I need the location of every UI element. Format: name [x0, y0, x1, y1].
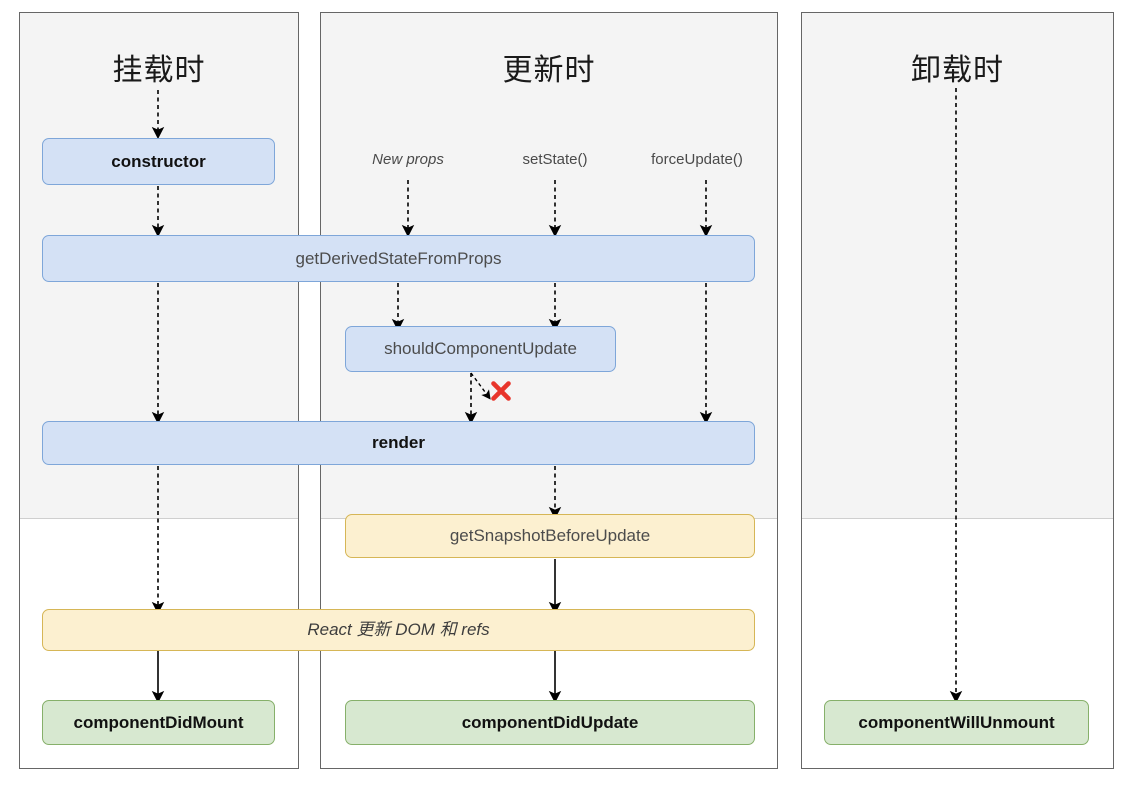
trigger-label-new-props: New props	[372, 151, 444, 168]
node-component-did-update[interactable]: componentDidUpdate	[345, 700, 755, 745]
node-get-derived-state-from-props[interactable]: getDerivedStateFromProps	[42, 235, 755, 282]
render-phase-band-unmounting	[802, 13, 1113, 519]
column-panel-mounting: 挂载时	[19, 12, 299, 769]
trigger-label-force-update: forceUpdate()	[651, 151, 743, 168]
node-render[interactable]: render	[42, 421, 755, 465]
column-title-mounting: 挂载时	[112, 54, 206, 87]
column-panel-updating: 更新时	[320, 12, 778, 769]
node-component-did-mount[interactable]: componentDidMount	[42, 700, 275, 745]
node-should-component-update[interactable]: shouldComponentUpdate	[345, 326, 616, 372]
node-react-updates-dom-and-refs[interactable]: React 更新 DOM 和 refs	[42, 609, 755, 651]
column-panel-unmounting: 卸载时	[801, 12, 1114, 769]
trigger-label-set-state: setState()	[522, 151, 588, 168]
column-title-unmounting: 卸载时	[911, 54, 1004, 87]
node-get-snapshot-before-update[interactable]: getSnapshotBeforeUpdate	[345, 514, 755, 558]
column-title-updating: 更新时	[502, 54, 596, 87]
skip-render-cross-icon	[491, 381, 511, 401]
node-constructor[interactable]: constructor	[42, 138, 275, 185]
node-component-will-unmount[interactable]: componentWillUnmount	[824, 700, 1089, 745]
